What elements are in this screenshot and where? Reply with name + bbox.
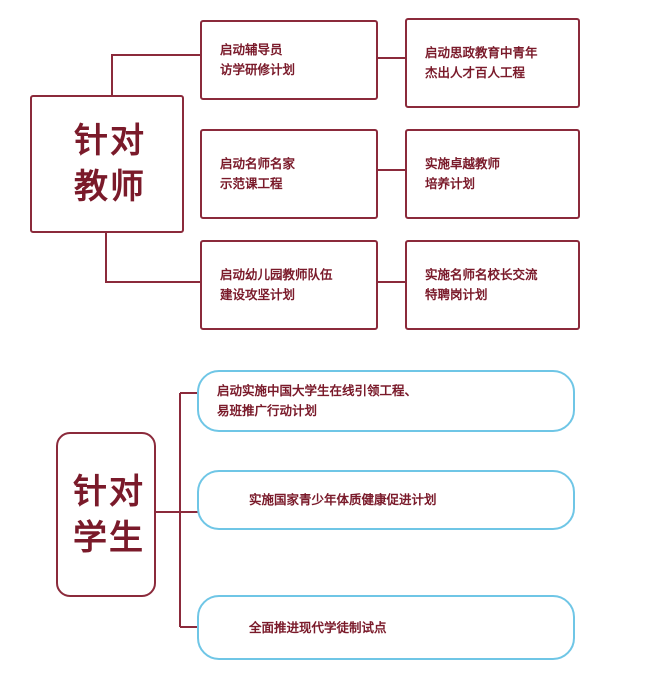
teacher-plan-box: 启动名师名家 示范课工程 bbox=[200, 129, 378, 219]
student-plan-box: 实施国家青少年体质健康促进计划 bbox=[197, 470, 575, 530]
teacher-plan-label: 启动思政教育中青年 杰出人才百人工程 bbox=[425, 45, 538, 80]
connector-teachers-bottom bbox=[105, 232, 200, 283]
student-plan-box: 启动实施中国大学生在线引领工程、 易班推广行动计划 bbox=[197, 370, 575, 432]
teacher-plan-box: 启动辅导员 访学研修计划 bbox=[200, 20, 378, 100]
teacher-plan-label: 启动辅导员 访学研修计划 bbox=[220, 42, 296, 77]
teacher-plan-label: 实施名师名校长交流 特聘岗计划 bbox=[425, 267, 538, 302]
student-plan-label: 启动实施中国大学生在线引领工程、 易班推广行动计划 bbox=[217, 383, 418, 418]
connector-teachers-top bbox=[111, 54, 200, 95]
student-plan-label: 实施国家青少年体质健康促进计划 bbox=[249, 492, 437, 507]
student-plan-label: 全面推进现代学徒制试点 bbox=[249, 619, 387, 635]
teacher-plan-label: 启动名师名家 示范课工程 bbox=[220, 156, 296, 191]
teacher-plan-box: 实施卓越教师 培养计划 bbox=[405, 129, 580, 219]
teacher-plan-label: 实施卓越教师 培养计划 bbox=[425, 156, 501, 191]
students-heading: 针对 学生 bbox=[73, 471, 145, 558]
teacher-plan-box: 启动思政教育中青年 杰出人才百人工程 bbox=[405, 18, 580, 108]
teacher-plan-box: 启动幼儿园教师队伍 建设攻坚计划 bbox=[200, 240, 378, 330]
teacher-plan-box: 实施名师名校长交流 特聘岗计划 bbox=[405, 240, 580, 330]
students-heading-box: 针对 学生 bbox=[56, 432, 156, 597]
teachers-heading: 针对 教师 bbox=[74, 121, 146, 207]
teachers-heading-box: 针对 教师 bbox=[30, 95, 184, 233]
student-plan-box: 全面推进现代学徒制试点 bbox=[197, 595, 575, 660]
teacher-plan-label: 启动幼儿园教师队伍 建设攻坚计划 bbox=[220, 267, 333, 302]
